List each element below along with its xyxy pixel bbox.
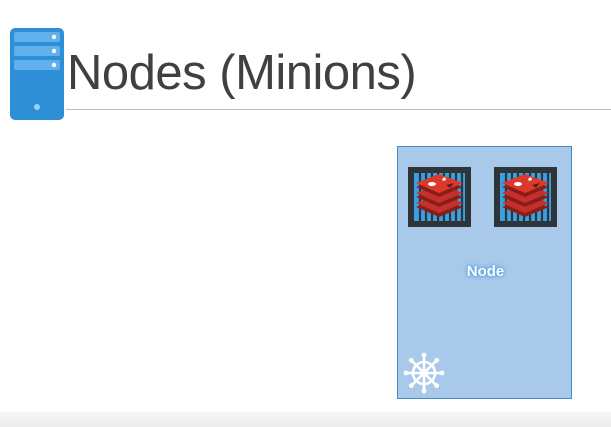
- redis-container-icon: [408, 167, 471, 227]
- redis-container-icon: [494, 167, 557, 227]
- node-label: Node: [466, 263, 505, 280]
- server-icon: [10, 28, 64, 120]
- kubernetes-helm-icon: [403, 352, 445, 394]
- slide-title: Nodes (Minions): [67, 46, 417, 100]
- title-divider: [66, 109, 611, 110]
- node-box: Node: [397, 146, 572, 399]
- bottom-shade: [0, 412, 611, 427]
